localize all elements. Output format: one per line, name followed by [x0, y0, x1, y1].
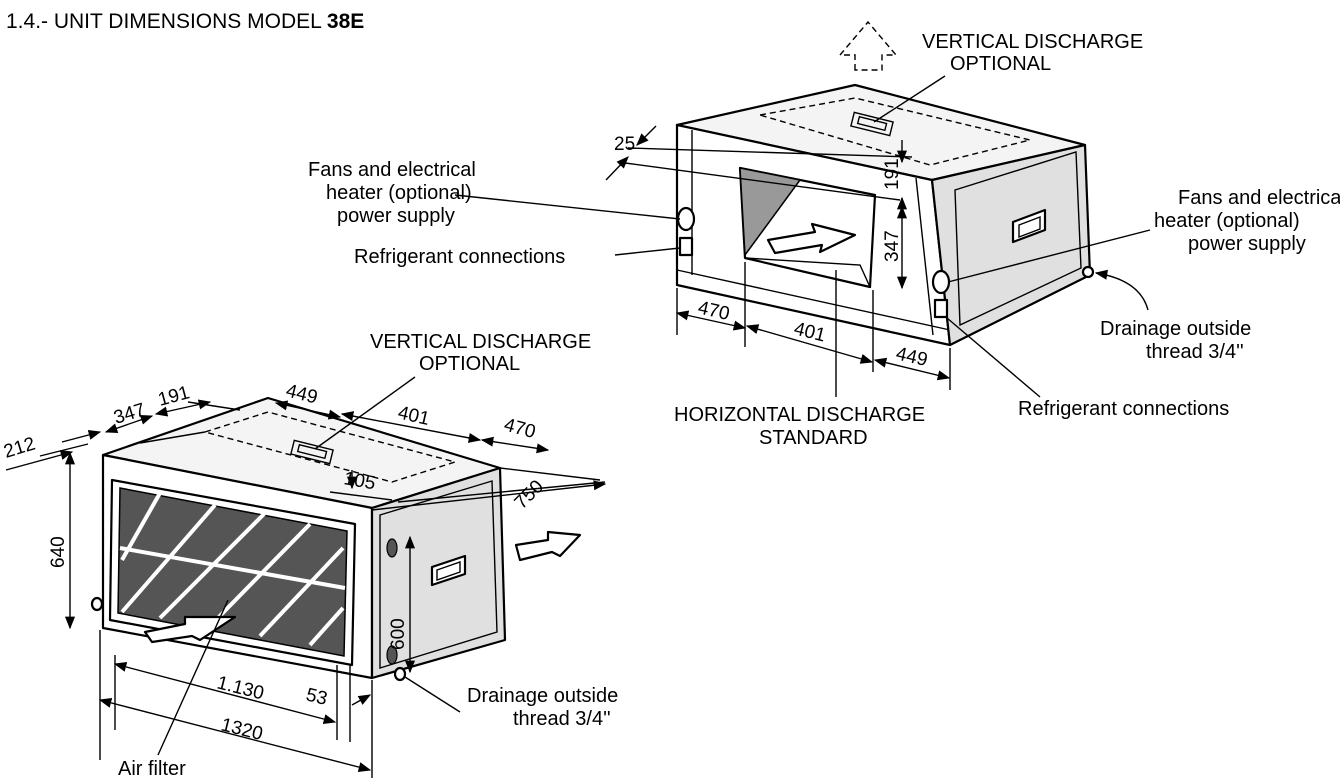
fans-power-label-left-2: heater (optional) — [326, 182, 472, 204]
fans-power-label-right-2: heater (optional) — [1154, 210, 1300, 232]
drainage-label-bottom-2: thread 3/4'' — [513, 708, 611, 730]
dim-470-bottom: 470 — [502, 415, 538, 443]
fans-power-label-right-1: Fans and electrical — [1178, 187, 1340, 209]
dim-600: 600 — [388, 618, 409, 650]
horizontal-discharge-label-1: HORIZONTAL DISCHARGE — [674, 404, 925, 426]
dim-212: 212 — [1, 433, 37, 462]
dim-470-top: 470 — [696, 297, 732, 325]
dim-449-top: 449 — [894, 343, 930, 371]
top-unit-drawing — [675, 20, 1095, 347]
page-title: 1.4.- UNIT DIMENSIONS MODEL 38E — [6, 10, 364, 33]
dim-53: 53 — [304, 684, 330, 709]
vertical-discharge-label-top-2: OPTIONAL — [950, 53, 1051, 75]
drainage-label-bottom-1: Drainage outside — [467, 685, 618, 707]
bottom-unit-labels: VERTICAL DISCHARGE OPTIONAL Drainage out… — [118, 331, 618, 780]
dim-401-top: 401 — [792, 318, 828, 346]
dim-1320: 1320 — [219, 714, 265, 745]
fans-power-label-left-1: Fans and electrical — [308, 159, 476, 181]
vertical-discharge-label-bottom-2: OPTIONAL — [419, 353, 520, 375]
dim-191-top: 191 — [882, 158, 903, 190]
vertical-discharge-arrow-top — [838, 20, 898, 71]
fans-power-label-left-3: power supply — [337, 205, 455, 227]
dim-347-bottom: 347 — [111, 399, 147, 428]
dim-640: 640 — [48, 536, 69, 568]
horizontal-discharge-label-2: STANDARD — [759, 427, 868, 449]
bottom-unit-drawing — [90, 396, 582, 682]
air-filter-panel — [117, 487, 348, 657]
dim-750: 750 — [511, 476, 548, 513]
fans-power-label-right-3: power supply — [1188, 233, 1306, 255]
vertical-discharge-label-top-1: VERTICAL DISCHARGE — [922, 31, 1143, 53]
top-unit-labels: VERTICAL DISCHARGE OPTIONAL Fans and ele… — [308, 31, 1340, 449]
refrigerant-label-left: Refrigerant connections — [354, 246, 565, 268]
vertical-discharge-label-bottom-1: VERTICAL DISCHARGE — [370, 331, 591, 353]
dim-347-top: 347 — [882, 230, 903, 262]
dim-1130: 1.130 — [215, 672, 266, 704]
drainage-label-top-1: Drainage outside — [1100, 318, 1251, 340]
dim-25-top: 25 — [614, 134, 635, 155]
air-filter-label: Air filter — [118, 758, 186, 780]
refrigerant-label-right: Refrigerant connections — [1018, 398, 1229, 420]
drainage-label-top-2: thread 3/4'' — [1146, 341, 1244, 363]
